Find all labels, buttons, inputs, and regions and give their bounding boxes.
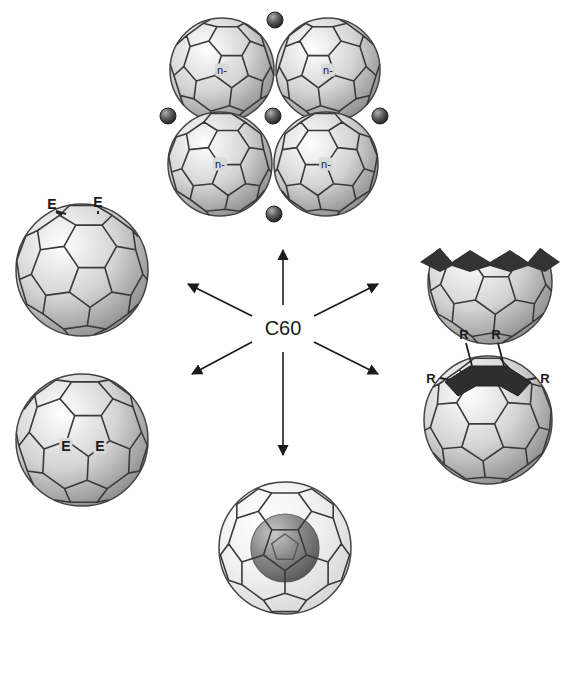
cage-opening-rim	[420, 248, 560, 272]
heterofullerene	[16, 374, 148, 506]
charge-label: n-	[215, 64, 229, 77]
reaction-arrow	[314, 284, 378, 316]
cage-bonds	[169, 114, 272, 215]
cage-bonds	[220, 489, 349, 612]
fullerene-cage	[170, 18, 274, 122]
open-cage-adduct	[424, 343, 552, 484]
atom-label: R	[540, 372, 549, 385]
open-cage	[420, 220, 560, 344]
endohedral-fullerene	[219, 482, 351, 614]
cage-sphere	[424, 356, 552, 484]
cage-bonds	[170, 20, 273, 120]
atom-label: E	[93, 195, 102, 209]
cage-bonds	[17, 206, 148, 335]
fullerene-cage	[276, 18, 380, 122]
counter-ion	[372, 108, 388, 124]
cage-sphere	[274, 112, 378, 216]
cage-sphere	[16, 204, 148, 336]
atom-label: R	[459, 328, 468, 341]
cage-sphere	[16, 374, 148, 506]
counter-ion	[267, 12, 283, 28]
dark-band	[445, 366, 531, 396]
cage-sphere	[170, 18, 274, 122]
open-cage-body	[428, 220, 552, 344]
fullerene-cage	[16, 204, 148, 336]
reaction-arrow	[282, 250, 284, 305]
cage-bonds	[275, 114, 378, 215]
fullerene-cage	[16, 374, 148, 506]
cage-sphere	[428, 220, 552, 344]
atom-label: E	[47, 197, 56, 211]
reaction-arrow	[282, 352, 284, 455]
fullerene-cage	[219, 482, 351, 614]
counter-ion	[266, 206, 282, 222]
fullerene-cage	[428, 220, 552, 344]
charge-label: n-	[319, 158, 333, 171]
cage-sphere	[219, 482, 351, 614]
cage-sphere	[276, 18, 380, 122]
atom-label: R	[491, 328, 500, 341]
atom-label: R	[426, 372, 435, 385]
atom-label: E	[93, 438, 106, 454]
cage-bonds	[276, 20, 379, 120]
fullerene-cage	[168, 112, 272, 216]
cage-sphere	[168, 112, 272, 216]
reaction-arrow	[192, 342, 252, 374]
counter-ion	[160, 108, 176, 124]
charge-label: n-	[213, 158, 227, 171]
charge-label: n-	[321, 64, 335, 77]
cage-bonds	[17, 380, 148, 502]
fullerene-cage	[424, 356, 552, 484]
reaction-arrow	[188, 284, 252, 316]
cage-bonds	[425, 358, 551, 481]
counter-ion	[265, 108, 281, 124]
bond	[97, 211, 99, 214]
atom-label: E	[59, 438, 72, 454]
reaction-arrow	[314, 342, 378, 374]
substituent-bond	[440, 343, 536, 380]
fulleride-salt	[160, 12, 388, 222]
compound-label: C60	[265, 318, 302, 338]
bond	[56, 211, 66, 214]
fullerene-cage	[274, 112, 378, 216]
cage-bonds	[429, 221, 552, 342]
exohedral-adduct	[16, 204, 148, 336]
